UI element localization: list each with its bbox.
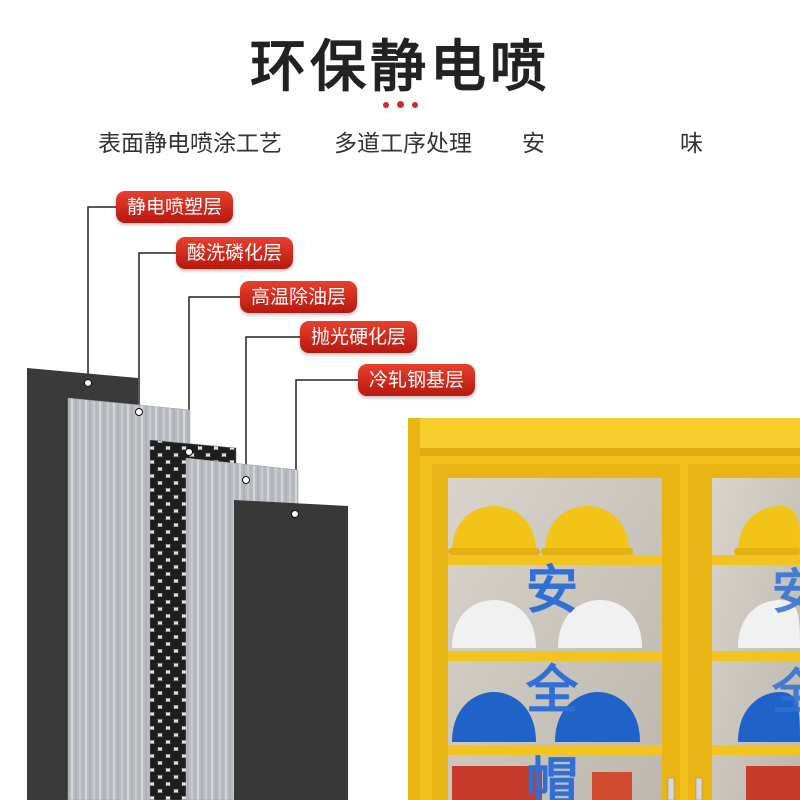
layer-sheet-5 <box>234 500 348 800</box>
layer-label-degreasing: 高温除油层 <box>240 281 358 313</box>
cabinet-right-char-1: 安 <box>772 564 800 620</box>
hard-hat-icon <box>452 692 800 742</box>
cabinet-char-2: 全 <box>525 661 579 721</box>
subtitle-part-3: 安 <box>522 131 545 157</box>
subtitle-part-4: 味 <box>680 131 703 157</box>
cabinet-handle-icon <box>667 777 675 800</box>
safety-cabinet: 安 全 帽 安 全 <box>408 418 800 800</box>
hard-hat-icon <box>448 506 800 555</box>
cabinet-char-1: 安 <box>526 561 578 621</box>
cabinet-handle-icon <box>695 777 703 800</box>
subtitle-part-2: 多道工序处理 <box>334 131 472 157</box>
cabinet-char-3: 帽 <box>526 753 578 800</box>
page-title: 环保静电喷 <box>250 35 550 100</box>
leader-lines <box>87 206 358 512</box>
cabinet-right-char-2: 全 <box>771 664 800 720</box>
title-divider-dots <box>0 101 800 108</box>
subtitle-part-1: 表面静电喷涂工艺 <box>98 131 282 157</box>
layer-label-cold-rolled-steel: 冷轧钢基层 <box>358 364 476 396</box>
hard-hat-icon <box>452 600 800 648</box>
layer-label-pickling-phosphating: 酸洗磷化层 <box>176 237 294 269</box>
layer-label-polish-harden: 抛光硬化层 <box>300 321 418 353</box>
layer-label-powder-coat: 静电喷塑层 <box>116 191 234 223</box>
